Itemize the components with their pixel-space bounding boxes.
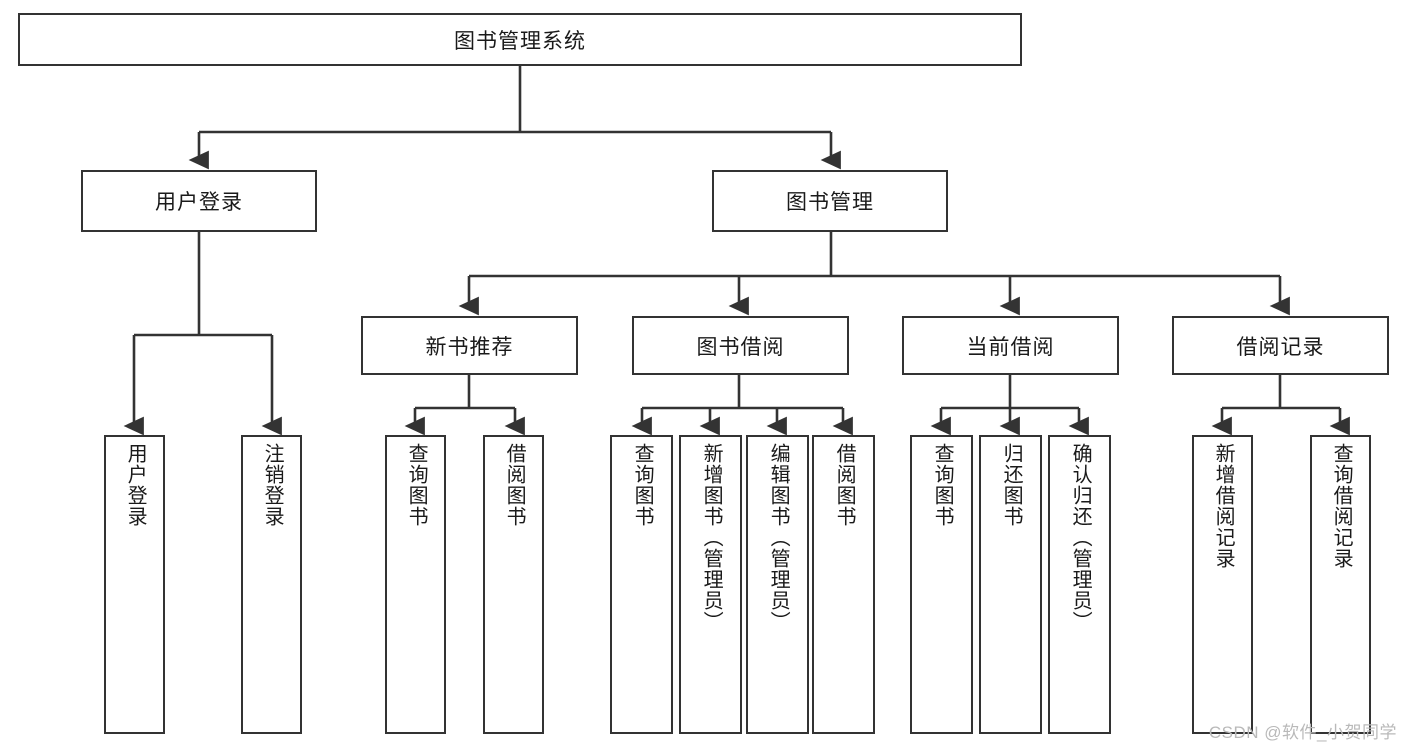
leaf-current-borrow-return-book[interactable]: 归还图书	[979, 435, 1042, 734]
leaf-label: 新增图书（管理员）	[700, 443, 723, 632]
leaf-current-borrow-confirm-return-admin[interactable]: 确认归还（管理员）	[1048, 435, 1111, 734]
node-borrow-record[interactable]: 借阅记录	[1172, 316, 1389, 375]
leaf-user-login-logout[interactable]: 注销登录	[241, 435, 302, 734]
leaf-label: 编辑图书（管理员）	[767, 443, 790, 632]
leaf-label: 确认归还（管理员）	[1069, 443, 1092, 632]
leaf-label: 借阅图书	[833, 443, 856, 527]
leaf-borrow-record-add-record[interactable]: 新增借阅记录	[1192, 435, 1253, 734]
leaf-label: 用户登录	[124, 443, 147, 527]
leaf-new-book-query-book[interactable]: 查询图书	[385, 435, 446, 734]
leaf-label: 查询图书	[931, 443, 954, 527]
leaf-label: 新增借阅记录	[1212, 443, 1235, 569]
leaf-book-borrow-add-book-admin[interactable]: 新增图书（管理员）	[679, 435, 742, 734]
leaf-book-borrow-borrow-book[interactable]: 借阅图书	[812, 435, 875, 734]
leaf-book-borrow-query-book[interactable]: 查询图书	[610, 435, 673, 734]
node-book-borrow[interactable]: 图书借阅	[632, 316, 849, 375]
node-new-book-recommend[interactable]: 新书推荐	[361, 316, 578, 375]
node-label: 新书推荐	[425, 335, 514, 359]
leaf-current-borrow-query-book[interactable]: 查询图书	[910, 435, 973, 734]
watermark-text: CSDN @软件_小贺同学	[1208, 723, 1397, 742]
node-label: 图书管理	[786, 191, 874, 214]
leaf-borrow-record-query-record[interactable]: 查询借阅记录	[1310, 435, 1371, 734]
leaf-new-book-borrow-book[interactable]: 借阅图书	[483, 435, 544, 734]
node-root-book-management-system[interactable]: 图书管理系统	[18, 13, 1022, 66]
node-label: 图书借阅	[696, 335, 785, 359]
leaf-label: 查询图书	[405, 443, 428, 527]
leaf-user-login-login[interactable]: 用户登录	[104, 435, 165, 734]
node-label: 当前借阅	[966, 335, 1055, 359]
node-label: 图书管理系统	[454, 29, 586, 53]
node-label: 用户登录	[155, 191, 243, 214]
node-current-borrow[interactable]: 当前借阅	[902, 316, 1119, 375]
leaf-label: 注销登录	[261, 443, 284, 527]
leaf-label: 查询借阅记录	[1330, 443, 1353, 569]
leaf-label: 借阅图书	[503, 443, 526, 527]
leaf-book-borrow-edit-book-admin[interactable]: 编辑图书（管理员）	[746, 435, 809, 734]
leaf-label: 查询图书	[631, 443, 654, 527]
node-user-login[interactable]: 用户登录	[81, 170, 317, 232]
leaf-label: 归还图书	[1000, 443, 1023, 527]
node-label: 借阅记录	[1236, 335, 1325, 359]
node-book-management[interactable]: 图书管理	[712, 170, 948, 232]
